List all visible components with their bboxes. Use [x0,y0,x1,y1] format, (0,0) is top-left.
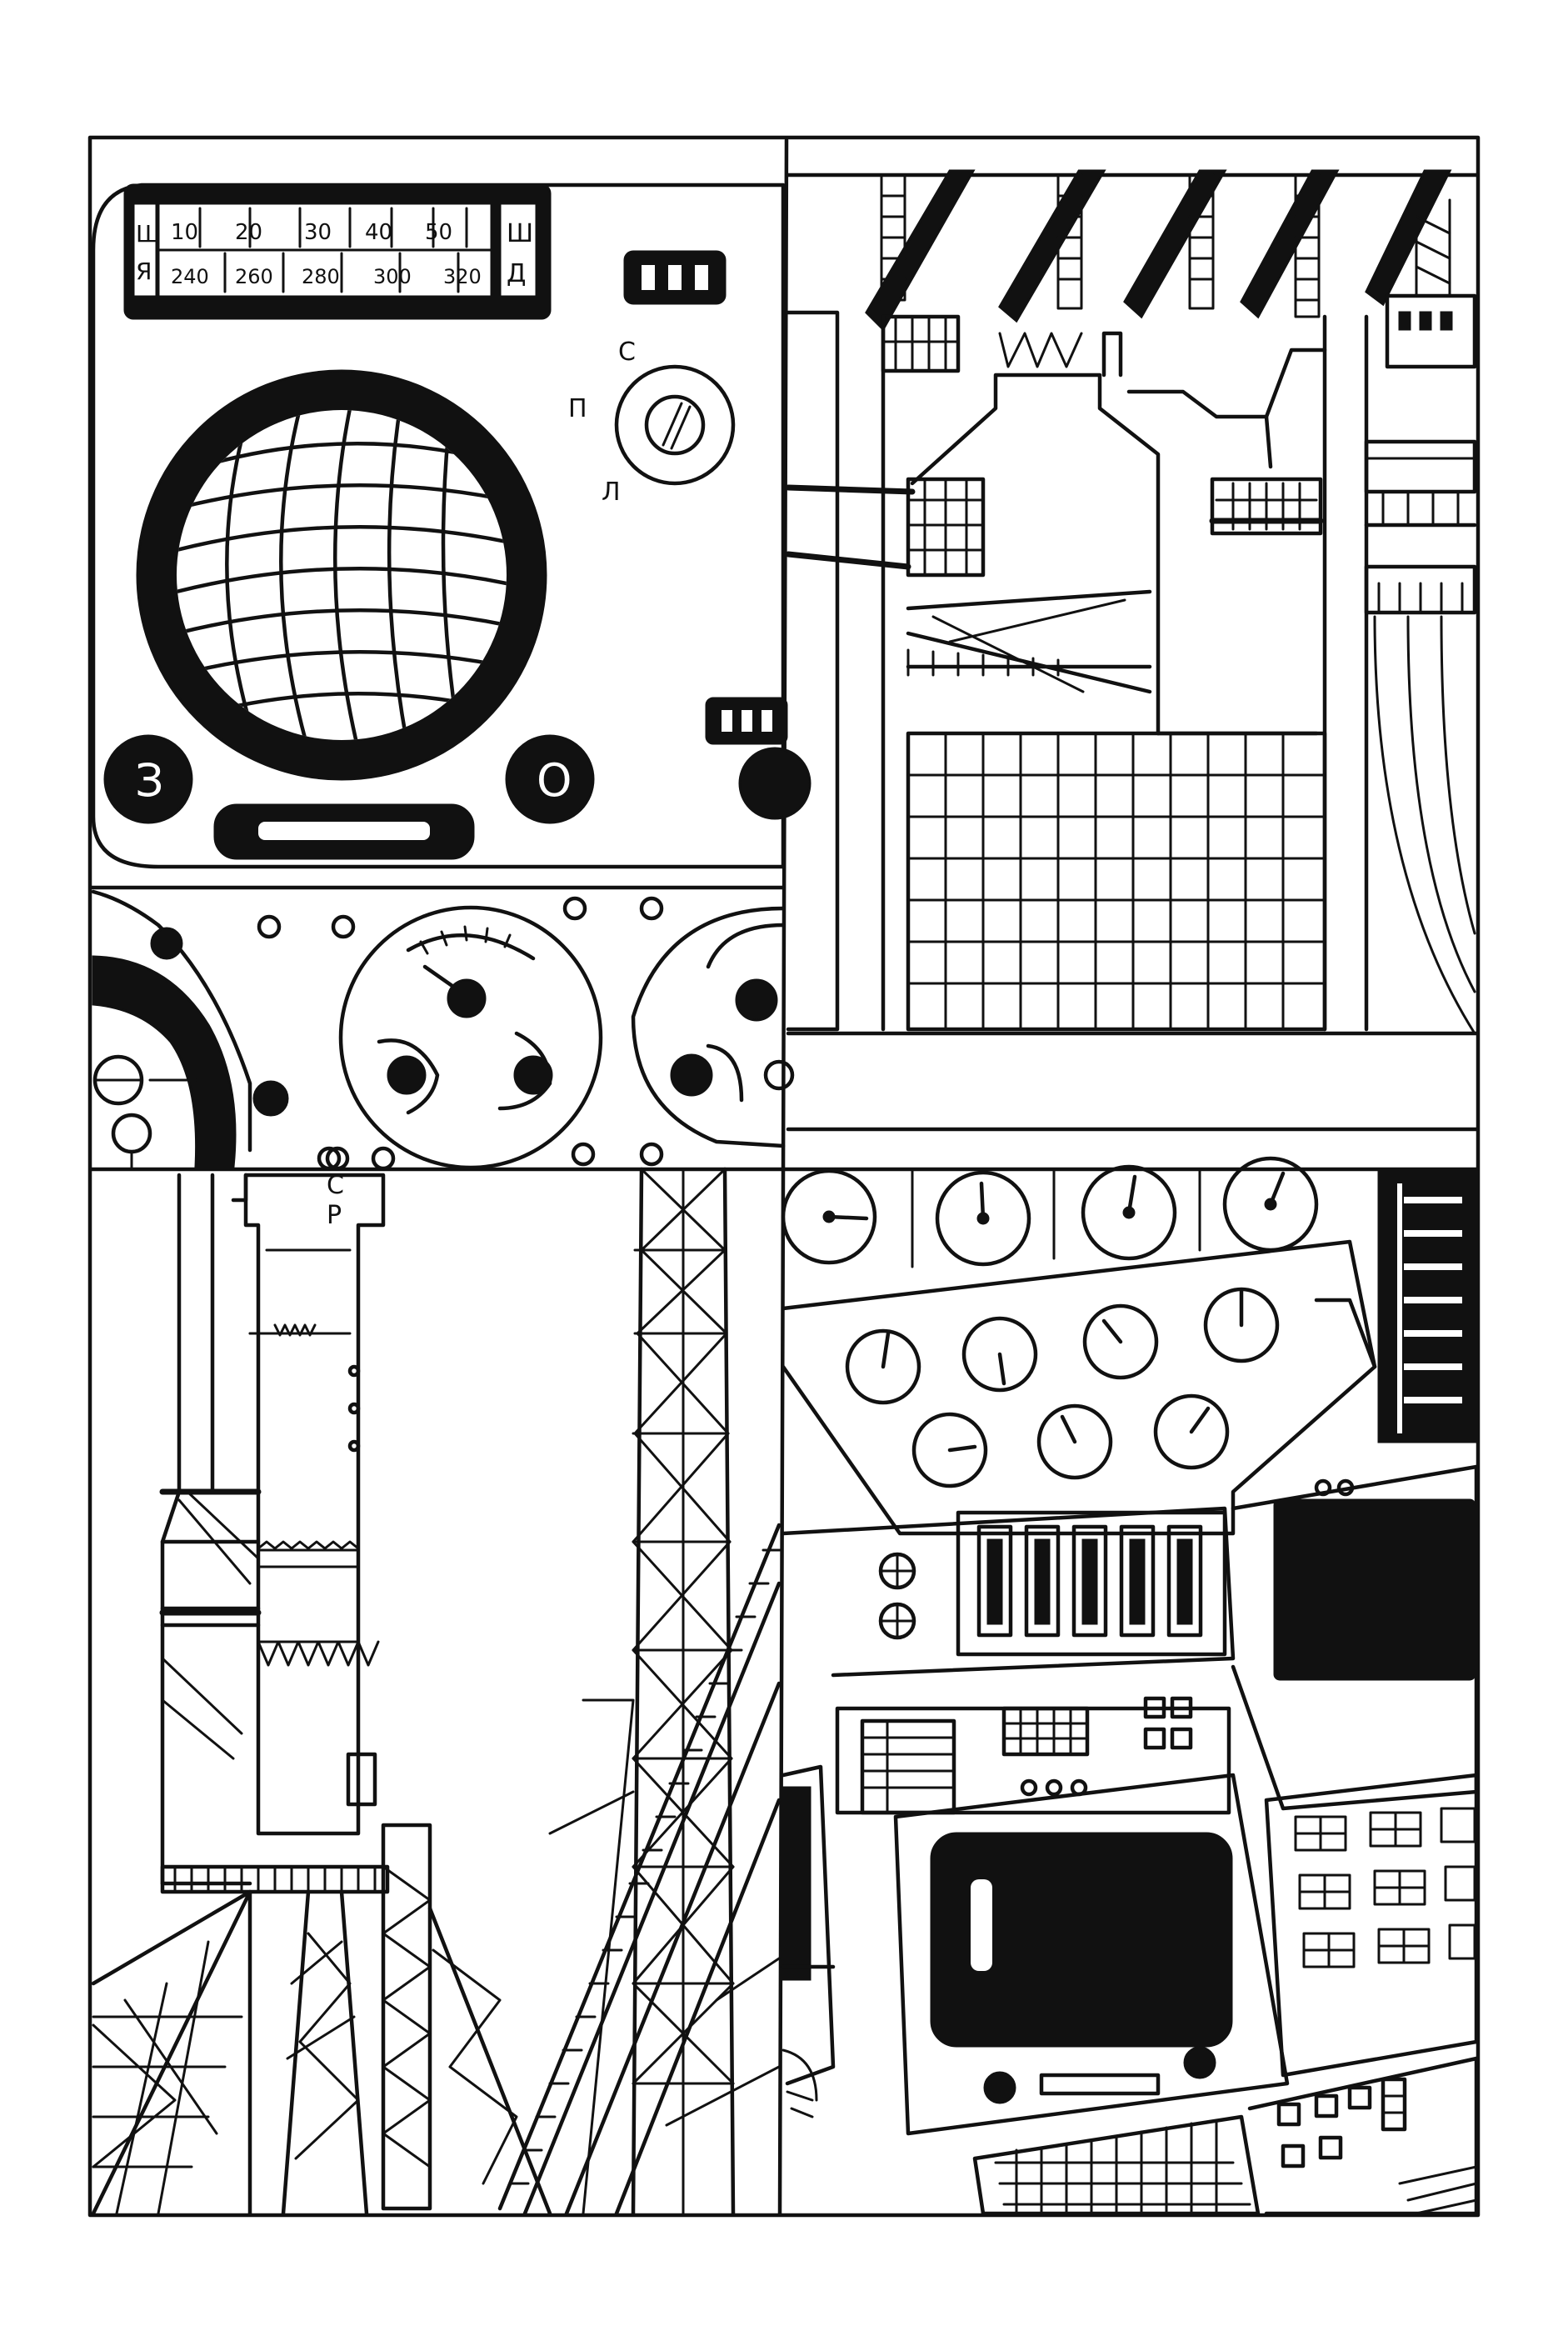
globe-display [136,369,547,781]
rocket-label-bottom: Р [327,1201,342,1230]
band-right-top: Ш [507,219,533,248]
clock-2 [935,1170,1031,1267]
radio-console-panel: 10 20 30 40 50 240 260 280 300 320 Ш Я Ш… [91,183,811,869]
scale-bottom-240: 240 [171,265,209,288]
scale-bottom-260: 260 [235,265,273,288]
knob-edge [738,747,811,820]
console-handle [213,803,475,860]
monitor-right [1231,1464,1479,1811]
scale-bottom-300: 300 [373,265,412,288]
side-keypad [1247,2056,1479,2216]
clock-3 [1081,1164,1177,1261]
scale-top-30: 30 [304,220,332,245]
scale-bottom-320: 320 [443,265,482,288]
switch-label-top: С [618,338,636,367]
keyboard [972,2114,1261,2216]
knob-left: З [103,734,193,824]
gauge-strip [91,889,795,1171]
mode-switch: С П Л [568,338,736,507]
switch-label-left: П [568,394,587,423]
scale-top-10: 10 [171,220,198,245]
knob-left-label: З [135,754,164,807]
knob-right-label: О [537,754,572,807]
crt-monitor [893,1773,1290,2136]
tuning-dial: 10 20 30 40 50 240 260 280 300 320 Ш Я Ш… [123,183,552,320]
data-panel [835,1696,1231,1815]
launch-pad-panel: С Р [91,1146,782,2216]
band-left-top: Ш [136,220,161,248]
knob-right: О [505,734,595,824]
server-rack [1377,1169,1478,1443]
service-tower [548,1167,736,2216]
diagonal-ladder [497,1523,782,2216]
scale-bottom-280: 280 [302,265,340,288]
hall-grid [906,731,1327,1032]
assembly-hall-panel [785,169,1479,1132]
clock-1 [781,1168,877,1265]
scale-top-40: 40 [365,220,392,245]
indicator-lamps-top [623,250,727,305]
band-left-bottom: Я [136,258,152,285]
button-grid [1264,1773,1479,2078]
slider-console [781,1506,1236,1678]
band-right-bottom: Д [507,259,526,288]
panel-frame [87,135,1481,2218]
mission-control-panel [781,1156,1479,2216]
switch-label-bottom: Л [602,478,621,507]
indicator-lamps-side [705,697,788,745]
rocket-label-top: С [327,1171,344,1200]
scale-top-50: 50 [425,220,452,245]
scale-top-20: 20 [235,220,262,245]
